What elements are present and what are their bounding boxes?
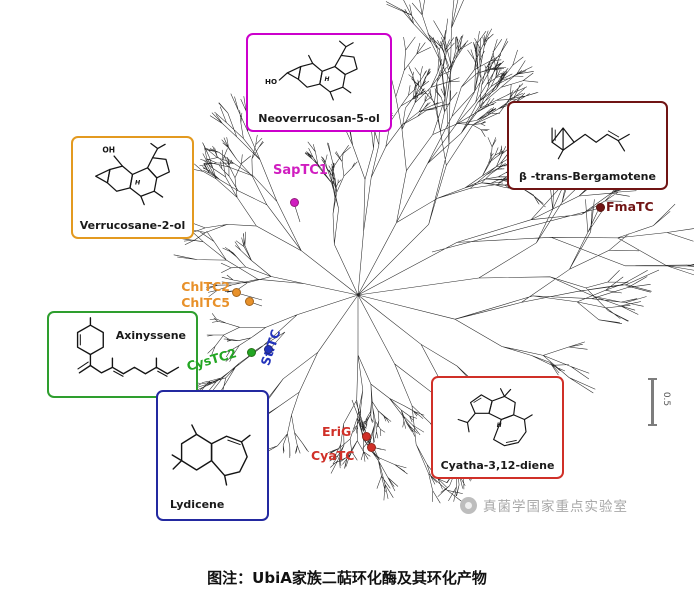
enzyme-label-erig: EriG: [322, 424, 352, 439]
enzyme-label-saptc1: SapTC1: [273, 163, 328, 178]
enzyme-label-chltc5: ChlTC5: [181, 295, 230, 310]
enzyme-label-cyatc: CyaTC: [311, 448, 355, 463]
enzyme-dot-erig: [362, 432, 371, 441]
atom-label-h: H: [497, 423, 502, 429]
enzyme-dot-chltc2: [232, 288, 241, 297]
compound-box-lydicene: Lydicene: [156, 390, 269, 521]
structure-bergamotene: [551, 127, 630, 160]
compound-name: Cyatha-3,12-diene: [440, 459, 555, 472]
structure-neoverrucosanol: HO H: [265, 40, 358, 101]
enzyme-label-chltc2: ChlTC2: [181, 279, 230, 294]
lab-logo-icon: [460, 496, 477, 514]
enzyme-dot-cystc2: [247, 348, 256, 357]
scale-bar-label: 0.5: [661, 391, 672, 407]
compound-name: Neoverrucosan-5-ol: [258, 112, 380, 125]
scale-bar-line: [648, 378, 656, 426]
compound-box-neoverrucosanol: HO H Neoverrucosan-5-ol: [246, 33, 392, 132]
structure-cyathadiene: H: [457, 388, 533, 447]
compound-box-cyathadiene: H Cyatha-3,12-diene: [431, 376, 564, 479]
enzyme-label-fmatc: FmaTC: [606, 199, 654, 214]
compound-box-axinyssene: Axinyssene: [47, 311, 198, 398]
atom-label-oh: OH: [102, 146, 115, 155]
structure-lydicene: [171, 424, 251, 486]
enzyme-dot-chltc5: [245, 297, 254, 306]
atom-label-ho: HO: [265, 77, 277, 86]
atom-label-h: H: [135, 180, 141, 187]
enzyme-dot-cyatc: [367, 443, 376, 452]
enzyme-dot-saptc1: [290, 198, 299, 207]
figure-caption: 图注：UbiA家族二萜环化酶及其环化产物: [207, 569, 487, 587]
structure-verrucosanol: OH H: [95, 142, 170, 206]
compound-name: Verrucosane-2-ol: [79, 219, 186, 232]
scale-bar: 0.5: [648, 378, 671, 426]
structure-axinyssene: [76, 317, 180, 377]
enzyme-dot-stltc: [264, 345, 273, 354]
compound-box-bergamotene: β -trans-Bergamotene: [507, 101, 668, 190]
compound-name: β -trans-Bergamotene: [519, 170, 656, 183]
compound-name: Lydicene: [170, 498, 225, 511]
atom-label-h: H: [325, 76, 330, 83]
watermark-text: 真菌学国家重点实验室: [483, 499, 628, 515]
enzyme-dot-fmatc: [596, 203, 605, 212]
compound-box-verrucosanol: OH H Verrucosane-2-ol: [71, 136, 194, 239]
watermark: 真菌学国家重点实验室: [460, 495, 628, 515]
compound-name: Axinyssene: [115, 329, 186, 342]
